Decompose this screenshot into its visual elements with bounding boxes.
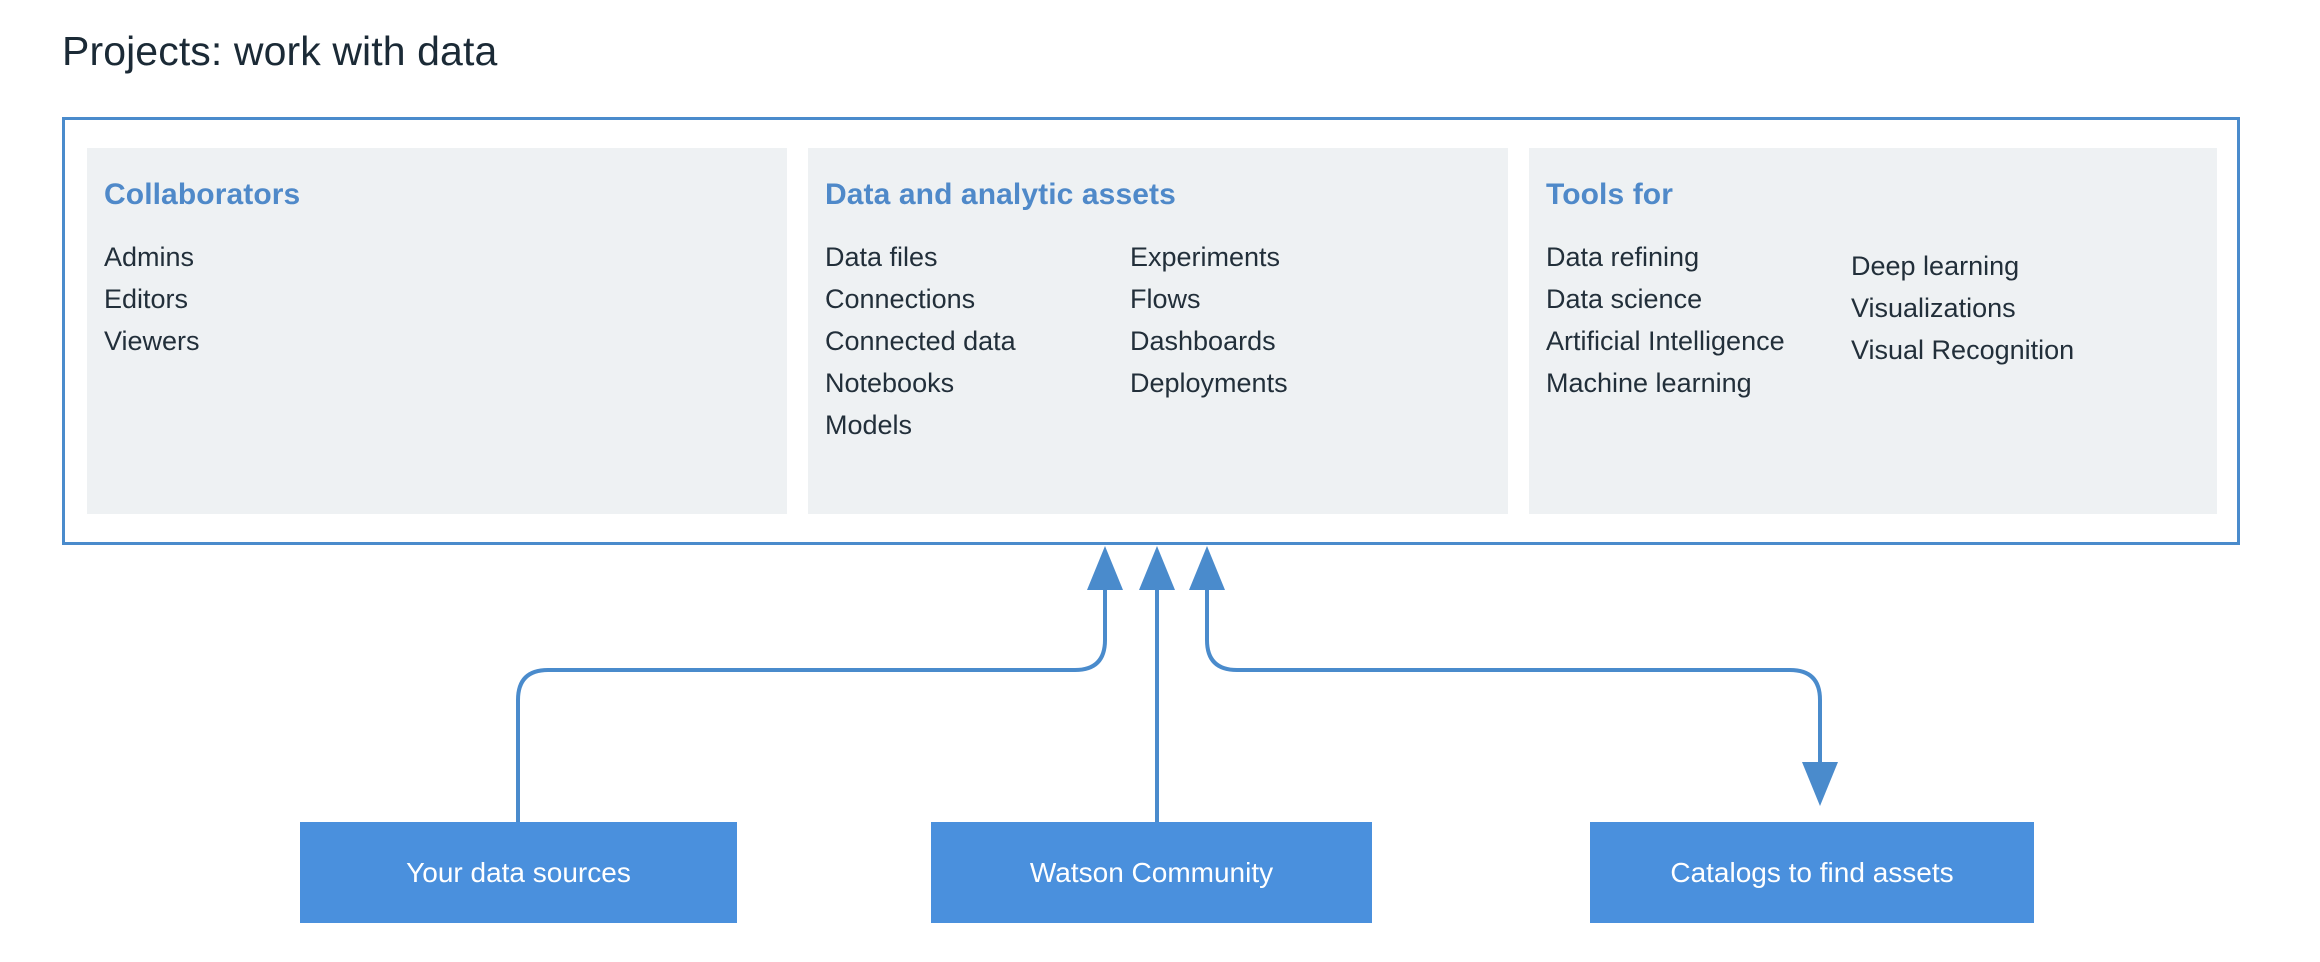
list-item: Experiments xyxy=(1130,242,1281,272)
list-item: Machine learning xyxy=(1546,368,1752,398)
arrowhead-up-data-sources xyxy=(1087,546,1123,590)
arrowhead-up-catalogs-branch xyxy=(1189,546,1225,590)
source-box-your-data-sources[interactable]: Your data sources xyxy=(300,822,737,923)
list-item: Deployments xyxy=(1130,368,1288,398)
list-item: Connections xyxy=(825,284,976,314)
list-item: Data files xyxy=(825,242,938,272)
panel-column-primary: Data refining Data science Artificial In… xyxy=(1546,236,1851,404)
list-item: Deep learning xyxy=(1851,251,2020,281)
list-item: Models xyxy=(825,410,913,440)
list-item: Visualizations xyxy=(1851,293,2016,323)
list-item: Artificial Intelligence xyxy=(1546,326,1785,356)
panel-columns: Data files Connections Connected data No… xyxy=(825,236,1508,446)
arrowhead-down-catalogs xyxy=(1802,762,1838,806)
list-item: Admins xyxy=(104,242,195,272)
panel-column-primary: Admins Editors Viewers xyxy=(104,236,409,362)
panel-heading-collaborators: Collaborators xyxy=(104,178,301,211)
panel-data-and-analytic-assets: Data and analytic assets Data files Conn… xyxy=(808,148,1508,514)
connector-data-sources-to-projects xyxy=(516,578,1107,822)
list-item: Visual Recognition xyxy=(1851,335,2075,365)
list-item: Data refining xyxy=(1546,242,1700,272)
source-box-label: Catalogs to find assets xyxy=(1670,856,1954,888)
panel-heading-tools-for: Tools for xyxy=(1546,178,1673,211)
list-item: Connected data xyxy=(825,326,1016,356)
list-item: Flows xyxy=(1130,284,1201,314)
list-item: Dashboards xyxy=(1130,326,1276,356)
panel-collaborators: Collaborators Admins Editors Viewers xyxy=(87,148,787,514)
source-box-watson-community[interactable]: Watson Community xyxy=(931,822,1372,923)
list-item: Editors xyxy=(104,284,189,314)
projects-container: Collaborators Admins Editors Viewers Dat… xyxy=(62,117,2240,545)
panel-heading-data-and-analytic-assets: Data and analytic assets xyxy=(825,178,1176,211)
list-item: Notebooks xyxy=(825,368,955,398)
list-item: Viewers xyxy=(104,326,200,356)
connector-projects-to-catalogs xyxy=(1205,578,1822,772)
source-box-label: Watson Community xyxy=(1029,856,1274,888)
panel-column-primary: Data files Connections Connected data No… xyxy=(825,236,1130,446)
panel-columns: Admins Editors Viewers xyxy=(104,236,787,362)
source-box-label: Your data sources xyxy=(406,856,631,888)
source-box-catalogs-to-find-assets[interactable]: Catalogs to find assets xyxy=(1590,822,2034,923)
panel-tools-for: Tools for Data refining Data science Art… xyxy=(1529,148,2217,514)
page-title: Projects: work with data xyxy=(62,28,498,74)
panel-column-secondary: Experiments Flows Dashboards Deployments xyxy=(1130,236,1450,446)
arrowhead-up-watson-community xyxy=(1139,546,1175,590)
panel-columns: Data refining Data science Artificial In… xyxy=(1546,236,2217,404)
list-item: Data science xyxy=(1546,284,1703,314)
panel-column-secondary: Deep learning Visualizations Visual Reco… xyxy=(1851,236,2171,404)
